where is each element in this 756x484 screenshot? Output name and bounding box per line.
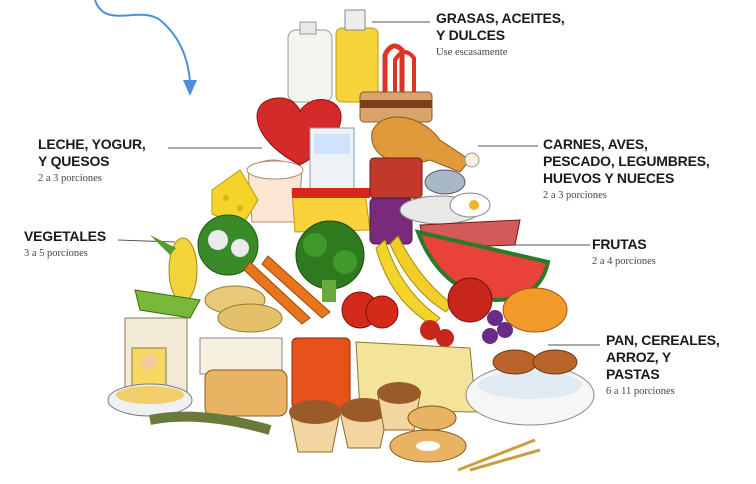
vegetables-title: VEGETALES — [24, 228, 106, 244]
fats-sweets-tier — [287, 9, 433, 123]
fats-group-label: GRASAS, ACEITES, Y DULCES Use escasament… — [436, 10, 565, 59]
grains-group-label: PAN, CEREALES, ARROZ, Y PASTAS 6 a 11 po… — [606, 332, 720, 398]
dairy-title: LECHE, YOGUR, Y QUESOS — [38, 136, 146, 169]
dairy-tier — [211, 97, 371, 233]
grains-title: PAN, CEREALES, ARROZ, Y PASTAS — [606, 332, 720, 382]
dairy-group-label: LECHE, YOGUR, Y QUESOS 2 a 3 porciones — [38, 136, 146, 185]
grains-serving: 6 a 11 porciones — [606, 386, 675, 397]
vegetables-tier — [134, 214, 365, 333]
meat-serving: 2 a 3 porciones — [543, 190, 607, 201]
fruit-tier — [341, 229, 568, 347]
leader-lines — [117, 21, 600, 346]
fats-title: GRASAS, ACEITES, Y DULCES — [436, 10, 565, 43]
dairy-serving: 2 a 3 porciones — [38, 173, 102, 184]
meat-tier — [369, 116, 521, 249]
vegetables-serving: 3 a 5 porciones — [24, 248, 88, 259]
fruits-serving: 2 a 4 porciones — [592, 256, 656, 267]
grain-tier — [107, 317, 595, 472]
fruits-group-label: FRUTAS 2 a 4 porciones — [592, 236, 656, 268]
fruits-title: FRUTAS — [592, 236, 647, 252]
curved-arrow-icon — [94, 0, 197, 96]
meat-title: CARNES, AVES, PESCADO, LEGUMBRES, HUEVOS… — [543, 136, 710, 186]
meat-group-label: CARNES, AVES, PESCADO, LEGUMBRES, HUEVOS… — [543, 136, 710, 202]
fats-serving: Use escasamente — [436, 47, 508, 58]
vegetables-group-label: VEGETALES 3 a 5 porciones — [24, 228, 106, 260]
